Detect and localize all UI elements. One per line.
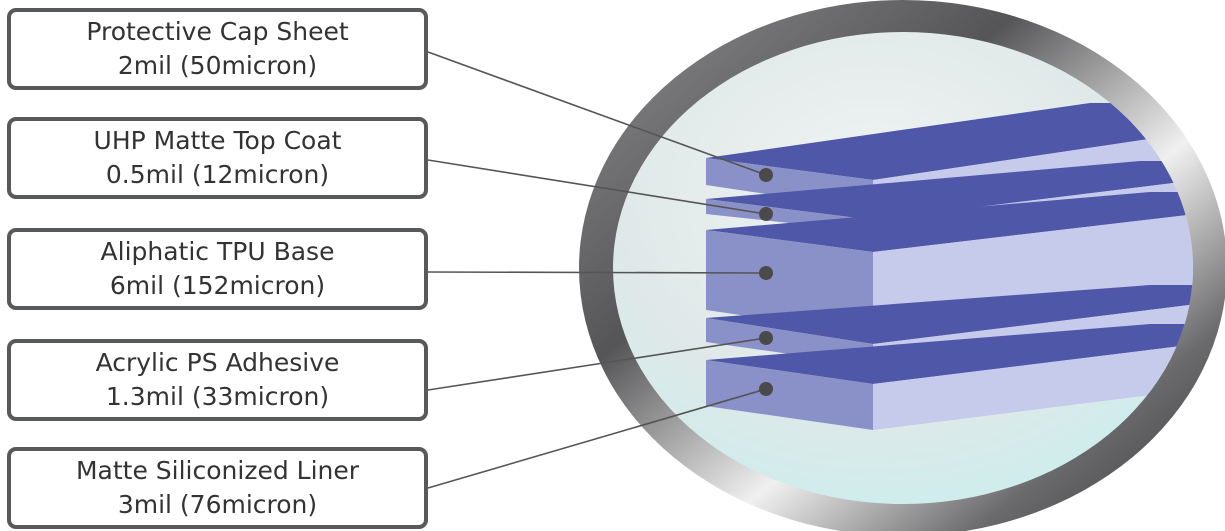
layer-name: Acrylic PS Adhesive [95,348,340,377]
label-box-acrylic-ps-adhesive: Acrylic PS Adhesive 1.3mil (33micron) [7,339,428,421]
marker-dot-protective-cap-sheet [759,168,773,182]
layer-thickness: 3mil (76micron) [117,490,318,519]
leader-line-uhp-matte-top-coat [427,159,767,215]
label-box-aliphatic-tpu-base: Aliphatic TPU Base 6mil (152micron) [7,228,428,310]
layer-stack [706,103,1193,430]
leader-line-aliphatic-tpu-base [427,271,767,274]
layer-thickness: 2mil (50micron) [117,51,318,80]
marker-dot-matte-siliconized-liner [759,382,773,396]
label-box-protective-cap-sheet: Protective Cap Sheet 2mil (50micron) [7,8,428,90]
layer-name: Matte Siliconized Liner [75,456,360,485]
label-box-uhp-matte-top-coat: UHP Matte Top Coat 0.5mil (12micron) [7,117,428,199]
marker-dot-uhp-matte-top-coat [759,207,773,221]
label-box-matte-siliconized-liner: Matte Siliconized Liner 3mil (76micron) [7,447,428,529]
marker-dot-aliphatic-tpu-base [759,266,773,280]
layer-thickness: 1.3mil (33micron) [105,382,330,411]
layer-name: Aliphatic TPU Base [100,237,335,266]
layer-name: Protective Cap Sheet [86,17,349,46]
layer-thickness: 0.5mil (12micron) [105,160,330,189]
layer-name: UHP Matte Top Coat [93,126,342,155]
layer-thickness: 6mil (152micron) [109,271,326,300]
marker-dot-acrylic-ps-adhesive [759,331,773,345]
leader-line-protective-cap-sheet [427,51,767,176]
leader-line-matte-siliconized-liner [427,388,767,489]
leader-line-acrylic-ps-adhesive [427,337,767,391]
layer-matte-siliconized-liner [706,324,1193,430]
